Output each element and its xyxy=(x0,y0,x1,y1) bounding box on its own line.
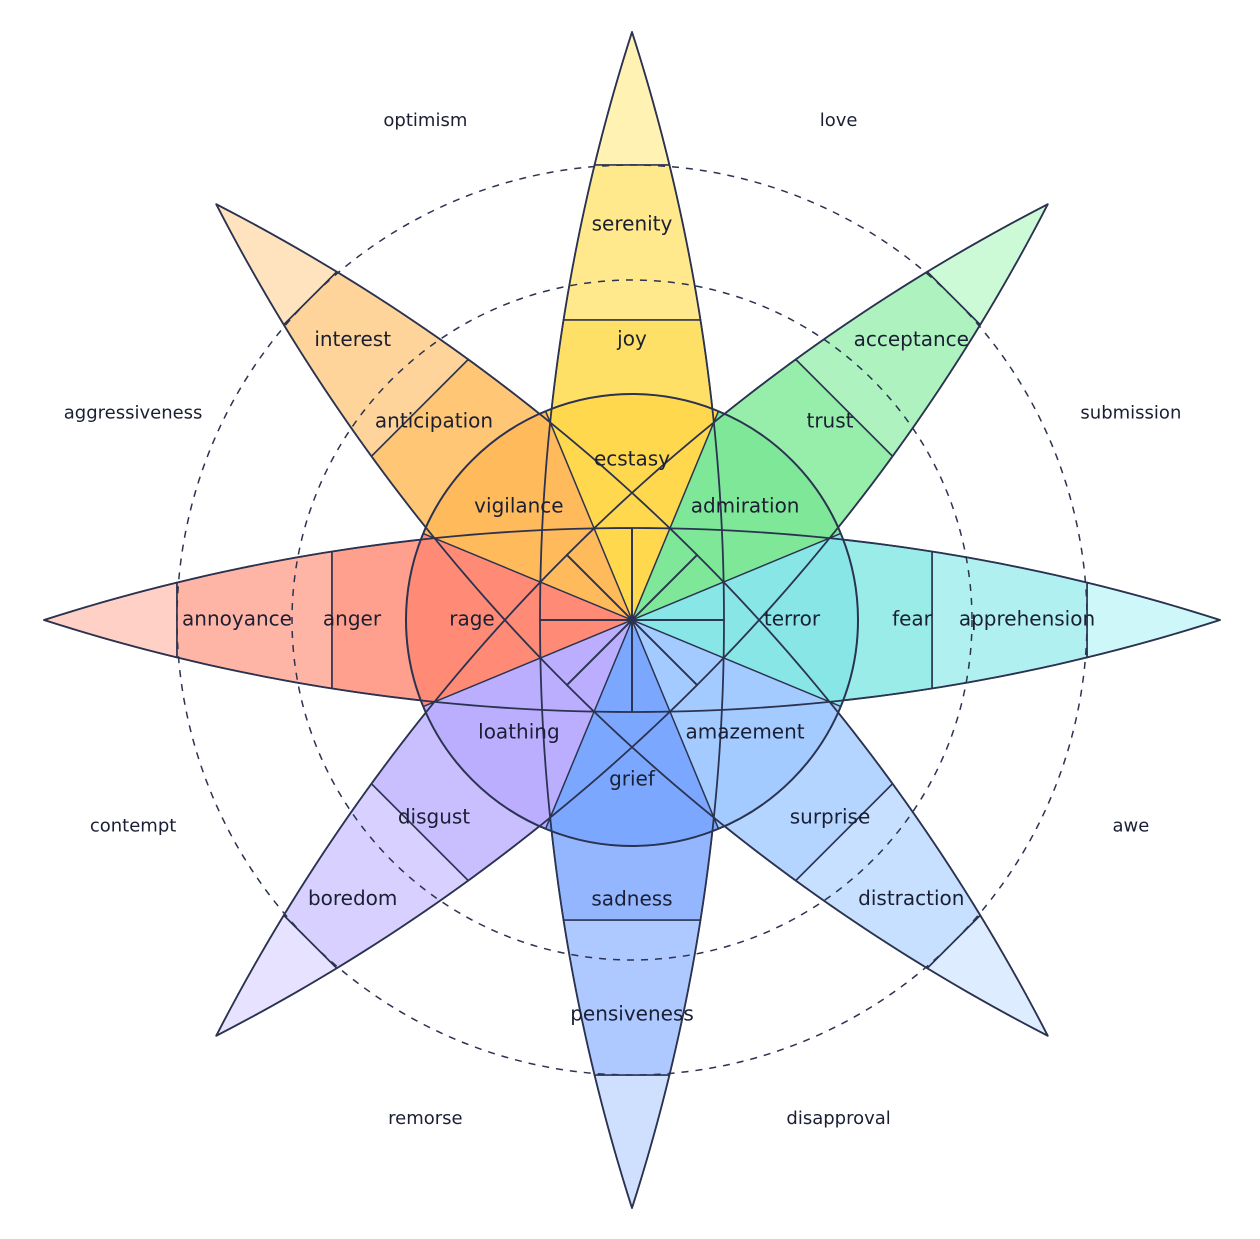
dyad-label-aggressiveness: aggressiveness xyxy=(64,402,203,423)
labels-layer: ecstasy joy serenity admiration trust accepta… xyxy=(64,110,1182,1129)
label-vigilance: vigilance xyxy=(474,493,563,517)
label-rage: rage xyxy=(449,607,494,631)
dyad-label-love: love xyxy=(820,110,858,131)
dyad-label-submission: submission xyxy=(1080,402,1181,423)
label-anticipation: anticipation xyxy=(375,409,493,433)
petal-mild-joy xyxy=(562,164,702,321)
label-terror: terror xyxy=(764,607,821,631)
label-trust: trust xyxy=(806,409,853,433)
label-anger: anger xyxy=(323,607,382,631)
petal-tip-fear xyxy=(1086,581,1221,659)
dyad-label-awe: awe xyxy=(1112,816,1149,837)
label-acceptance: acceptance xyxy=(854,327,969,351)
petal-tip-joy xyxy=(593,31,671,166)
petal-tip-anger xyxy=(43,581,178,659)
dyad-label-remorse: remorse xyxy=(388,1108,462,1129)
label-disgust: disgust xyxy=(398,805,470,829)
label-apprehension: apprehension xyxy=(959,607,1095,631)
petal-tip-sadness xyxy=(593,1074,671,1209)
label-amazement: amazement xyxy=(686,720,805,744)
label-boredom: boredom xyxy=(308,886,397,910)
label-ecstasy: ecstasy xyxy=(594,447,670,471)
dyad-label-disapproval: disapproval xyxy=(786,1108,890,1129)
label-annoyance: annoyance xyxy=(182,607,292,631)
label-sadness: sadness xyxy=(591,887,672,911)
label-pensiveness: pensiveness xyxy=(570,1002,694,1026)
label-serenity: serenity xyxy=(592,212,673,236)
dyad-label-optimism: optimism xyxy=(383,110,467,131)
label-grief: grief xyxy=(609,767,656,791)
petal-mild-sadness xyxy=(562,919,702,1076)
label-surprise: surprise xyxy=(790,805,871,829)
core-ring xyxy=(405,393,859,847)
inner-dashed-ring xyxy=(291,279,973,961)
label-joy: joy xyxy=(616,327,647,351)
label-loathing: loathing xyxy=(478,720,560,744)
label-admiration: admiration xyxy=(691,493,800,517)
label-fear: fear xyxy=(892,607,933,631)
dyad-label-contempt: contempt xyxy=(90,816,176,837)
label-distraction: distraction xyxy=(858,886,964,910)
outer-dashed-ring xyxy=(176,164,1088,1076)
petal-outline-anticipation xyxy=(215,203,698,686)
rings-layer xyxy=(43,31,1221,1209)
label-interest: interest xyxy=(314,327,391,351)
